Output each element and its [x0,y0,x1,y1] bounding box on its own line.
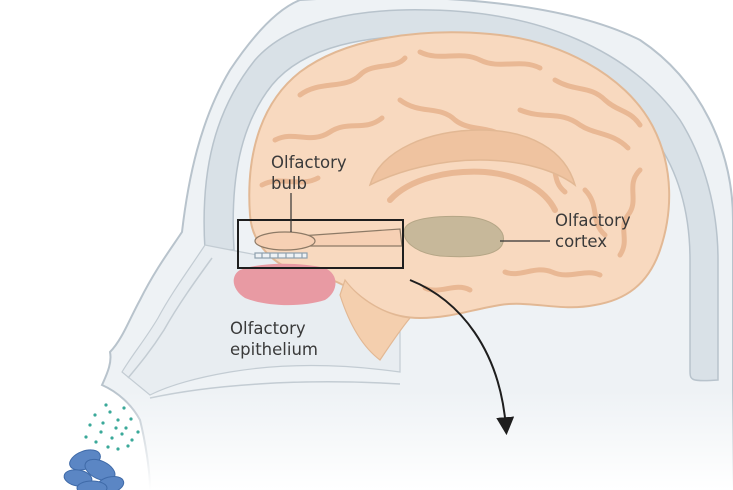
nasal-wall-line [127,257,213,379]
odor-particle [114,426,118,430]
odor-particle [116,418,120,422]
limbic-arc [387,168,558,213]
olfactory-epithelium [233,263,336,306]
olfactory-bulb-label: Olfactory bulb [271,153,352,193]
olfactory-epithelium-label-line-1: Olfactory [230,319,306,338]
odor-particle [108,410,112,414]
odor-particles [84,403,140,451]
odor-particle [122,406,126,410]
odor-particle [94,440,98,444]
callout-arrow [409,279,515,436]
odor-particle [124,426,128,430]
brain-folds [259,49,643,293]
skull [203,9,719,382]
olfactory-bulb [254,231,316,251]
odor-particle [130,438,134,442]
odor-particle [93,413,97,417]
odor-particle [136,430,140,434]
odor-particle [116,447,120,451]
olfactory-cortex-label-line-2: cortex [555,232,607,251]
odor-particle [88,423,92,427]
odor-particle [106,445,110,449]
odor-particle [120,432,124,436]
callout-box [237,219,404,269]
odor-particle [101,421,105,425]
odor-particle [126,444,130,448]
olfactory-cortex [403,215,504,258]
olfactory-cortex-label-line-1: Olfactory [555,211,631,230]
corpus-callosum [368,129,577,187]
odor-particle [129,417,133,421]
bottom-fade [0,390,733,490]
olfactory-bulb-label-line-1: Olfactory [271,153,347,172]
odor-particle [110,436,114,440]
odor-particle [99,430,103,434]
olfactory-bulb-label-line-2: bulb [271,174,307,193]
flower-icon [63,449,125,490]
olfactory-epithelium-label-line-2: epithelium [230,340,318,359]
odor-particle [84,435,88,439]
olfactory-epithelium-label: Olfactory epithelium [230,319,318,359]
cribriform-plate [254,252,308,259]
brainstem [339,278,412,361]
olfactory-cortex-label: Olfactory cortex [555,211,636,251]
odor-particle [104,403,108,407]
